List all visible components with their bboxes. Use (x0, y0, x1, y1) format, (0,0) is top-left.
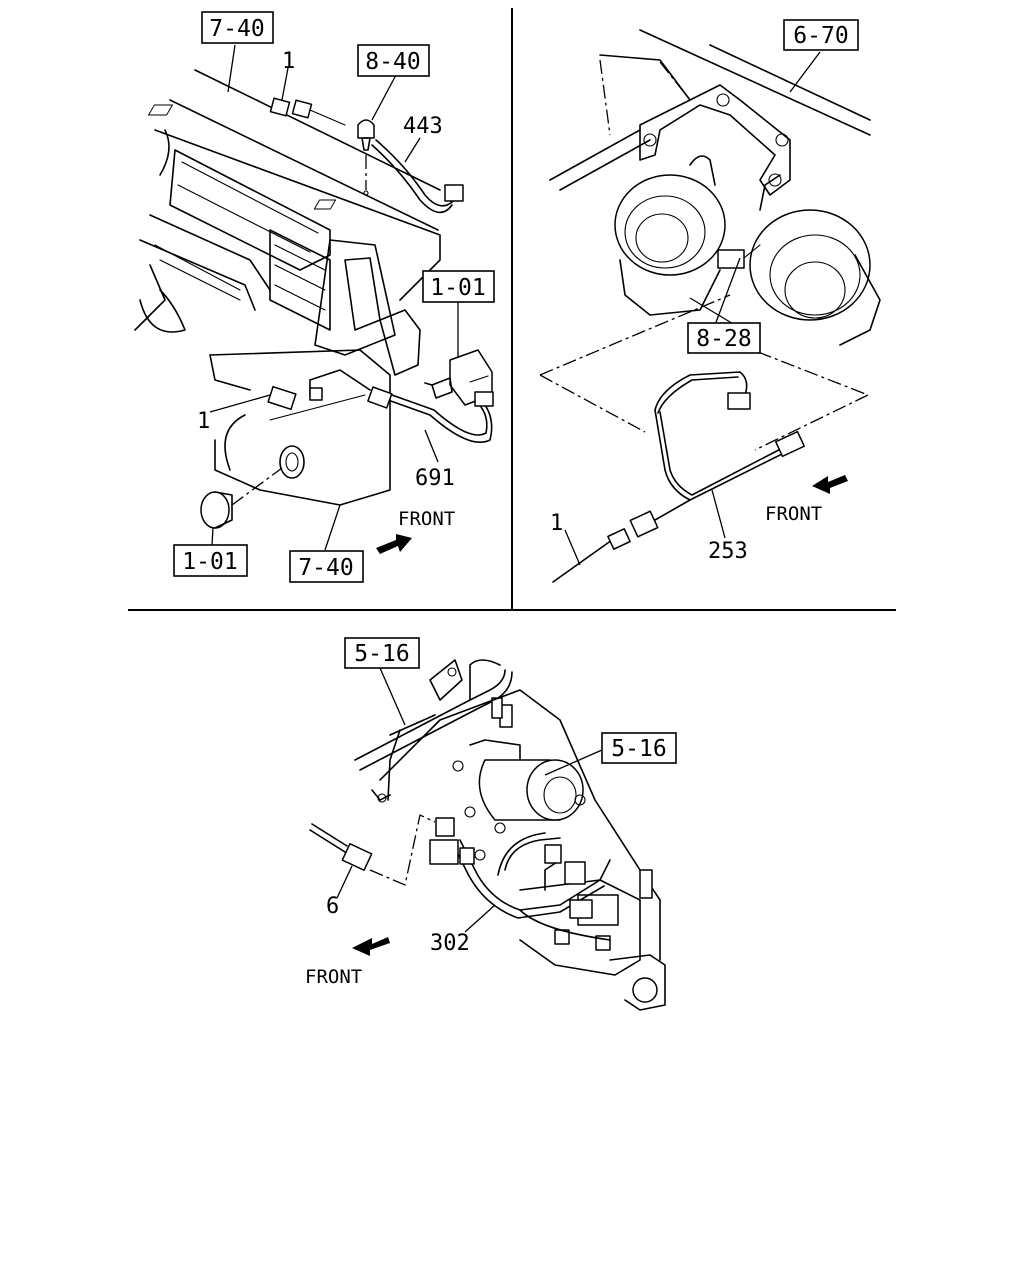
front-label: FRONT (765, 503, 822, 525)
part-number-302: 302 (430, 931, 470, 956)
cylinder-part (469, 739, 586, 821)
harness-691 (309, 369, 494, 444)
ref-box-1-01-left[interactable]: 1-01 (173, 544, 248, 577)
ref-label: 8-28 (696, 326, 751, 352)
knob-part (200, 467, 283, 529)
ref-box-5-16-left[interactable]: 5-16 (344, 637, 420, 669)
part-number-443: 443 (403, 114, 443, 139)
part-number-1: 1 (550, 511, 563, 536)
ref-label: 8-40 (365, 49, 420, 75)
ref-label: 1-01 (182, 549, 237, 575)
part-number-1-top: 1 (282, 49, 295, 74)
ref-box-7-40-bottom[interactable]: 7-40 (289, 550, 364, 583)
harness-302 (429, 817, 611, 941)
front-arrow-icon (376, 534, 412, 554)
ref-box-8-28[interactable]: 8-28 (687, 322, 761, 354)
horn-right (749, 174, 881, 346)
panel-bottom: 5-16 5-16 6 302 FRONT (305, 637, 677, 1011)
part-number-6: 6 (326, 894, 339, 919)
ref-label: 6-70 (793, 23, 848, 49)
part-number-1-lower: 1 (197, 409, 210, 434)
ref-box-8-40[interactable]: 8-40 (357, 44, 430, 77)
ref-label: 7-40 (298, 555, 353, 581)
connector-pair (269, 97, 346, 126)
part-number-691: 691 (415, 466, 455, 491)
pigtail-6 (309, 814, 436, 886)
ref-label: 5-16 (611, 736, 666, 762)
ref-box-7-40-top[interactable]: 7-40 (201, 11, 274, 44)
horn-left (614, 155, 726, 316)
harness-253 (552, 371, 806, 583)
front-label: FRONT (305, 966, 362, 988)
front-label: FRONT (398, 508, 455, 530)
ref-box-5-16-right[interactable]: 5-16 (601, 732, 677, 764)
ref-label: 7-40 (209, 16, 264, 42)
ref-label: 1-01 (430, 275, 485, 301)
clip-part (357, 119, 375, 196)
panel-top-right: 6-70 8-28 1 253 FRONT (539, 19, 881, 583)
panel-top-left: 7-40 8-40 1-01 1-01 7-40 1 443 1 691 FRO… (134, 11, 495, 583)
ref-label: 5-16 (354, 641, 409, 667)
front-arrow-icon (812, 475, 848, 494)
part-number-253: 253 (708, 539, 748, 564)
front-arrow-icon (352, 937, 390, 956)
ref-box-6-70[interactable]: 6-70 (783, 19, 859, 51)
ref-box-1-01-right[interactable]: 1-01 (422, 270, 495, 303)
connector-lower (267, 385, 297, 411)
connector-443 (444, 184, 464, 202)
